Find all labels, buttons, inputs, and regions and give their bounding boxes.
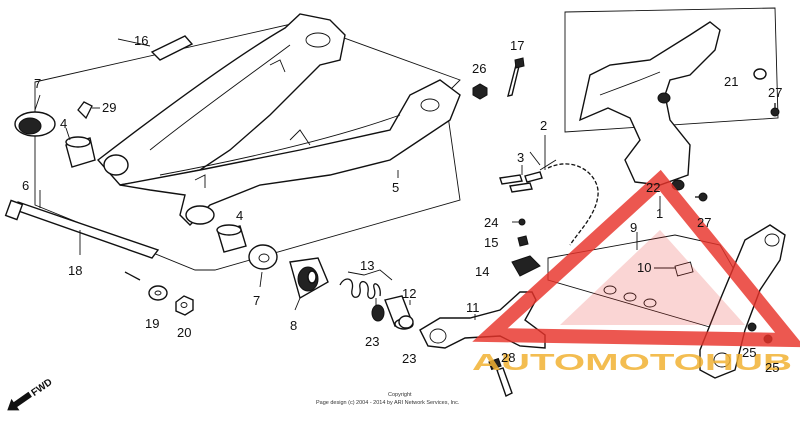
chain-slider-part[interactable] [117,35,194,61]
clip-part[interactable] [77,101,100,120]
leader-lines [259,135,676,320]
mount-nut-part[interactable] [472,83,488,100]
watermark-logo [472,169,800,348]
part-label-9[interactable]: 9 [630,220,637,235]
small-bolt-part[interactable] [512,218,526,226]
part-label-19[interactable]: 19 [145,316,159,331]
bushing-part[interactable] [289,257,329,300]
part-label-21[interactable]: 21 [724,74,738,89]
guard-screw-part[interactable] [695,192,708,202]
part-label-18[interactable]: 18 [68,263,82,278]
part-label-24[interactable]: 24 [484,215,498,230]
part-label-20[interactable]: 20 [177,325,191,340]
part-label-7b[interactable]: 7 [253,293,260,308]
collar-part-left[interactable] [65,127,96,168]
part-label-3[interactable]: 3 [517,150,524,165]
part-label-4b[interactable]: 4 [236,208,243,223]
plate-nut-part[interactable] [674,261,694,277]
part-label-27a[interactable]: 27 [768,85,782,100]
part-label-11[interactable]: 11 [466,300,480,315]
part-label-6[interactable]: 6 [22,178,29,193]
part-label-23a[interactable]: 23 [365,334,379,349]
part-label-4a[interactable]: 4 [60,116,67,131]
part-label-29[interactable]: 29 [102,100,116,115]
bolt-part[interactable] [488,357,513,397]
part-label-2[interactable]: 2 [540,118,547,133]
drive-chain-part[interactable] [539,159,599,246]
swingarm-part[interactable] [34,13,461,271]
seal-part-1[interactable] [371,304,385,322]
pivot-bolt-part[interactable] [4,190,160,281]
part-label-13[interactable]: 13 [360,258,374,273]
copyright-line-2: Page design (c) 2004 - 2014 by ARI Netwo… [316,400,460,406]
part-label-8[interactable]: 8 [290,318,297,333]
part-label-17[interactable]: 17 [510,38,524,53]
slider-block-part[interactable] [511,255,541,277]
part-label-23b[interactable]: 23 [402,351,416,366]
part-label-27b[interactable]: 27 [697,215,711,230]
fwd-arrow-icon: FWD [7,377,55,411]
small-collar-part[interactable] [517,235,529,247]
part-label-25b[interactable]: 25 [765,360,779,375]
part-label-16[interactable]: 16 [134,33,148,48]
chain-joint-part[interactable] [499,171,543,193]
watermark-text: AUTOMOTOHUB [472,349,792,375]
part-label-22[interactable]: 22 [646,180,660,195]
cover-screw-part[interactable] [770,103,780,117]
part-label-15[interactable]: 15 [484,235,498,250]
seal-part-2[interactable] [398,315,414,329]
fwd-label: FWD [30,377,55,399]
part-label-25a[interactable]: 25 [742,345,756,360]
bearing-part-right[interactable] [248,244,278,270]
part-label-1[interactable]: 1 [656,206,663,221]
part-label-14[interactable]: 14 [475,264,489,279]
nut-part[interactable] [175,295,194,316]
watermark-triangle [472,169,800,348]
part-label-12[interactable]: 12 [402,286,416,301]
spring-part[interactable] [339,269,393,299]
bearing-part-left[interactable] [14,94,56,137]
part-label-7a[interactable]: 7 [34,76,41,91]
part-label-26[interactable]: 26 [472,61,486,76]
part-label-28[interactable]: 28 [501,350,515,365]
mount-bolt-part[interactable] [507,57,525,97]
part-label-10[interactable]: 10 [637,260,651,275]
chain-case-part[interactable] [564,7,779,186]
part-label-5[interactable]: 5 [392,180,399,195]
bracket-screw-part-1[interactable] [747,322,757,332]
copyright-line-1: Copyright [388,392,412,398]
collar-part-right[interactable] [216,224,247,253]
washer-part[interactable] [148,285,168,301]
cover-washer-part[interactable] [753,68,767,80]
